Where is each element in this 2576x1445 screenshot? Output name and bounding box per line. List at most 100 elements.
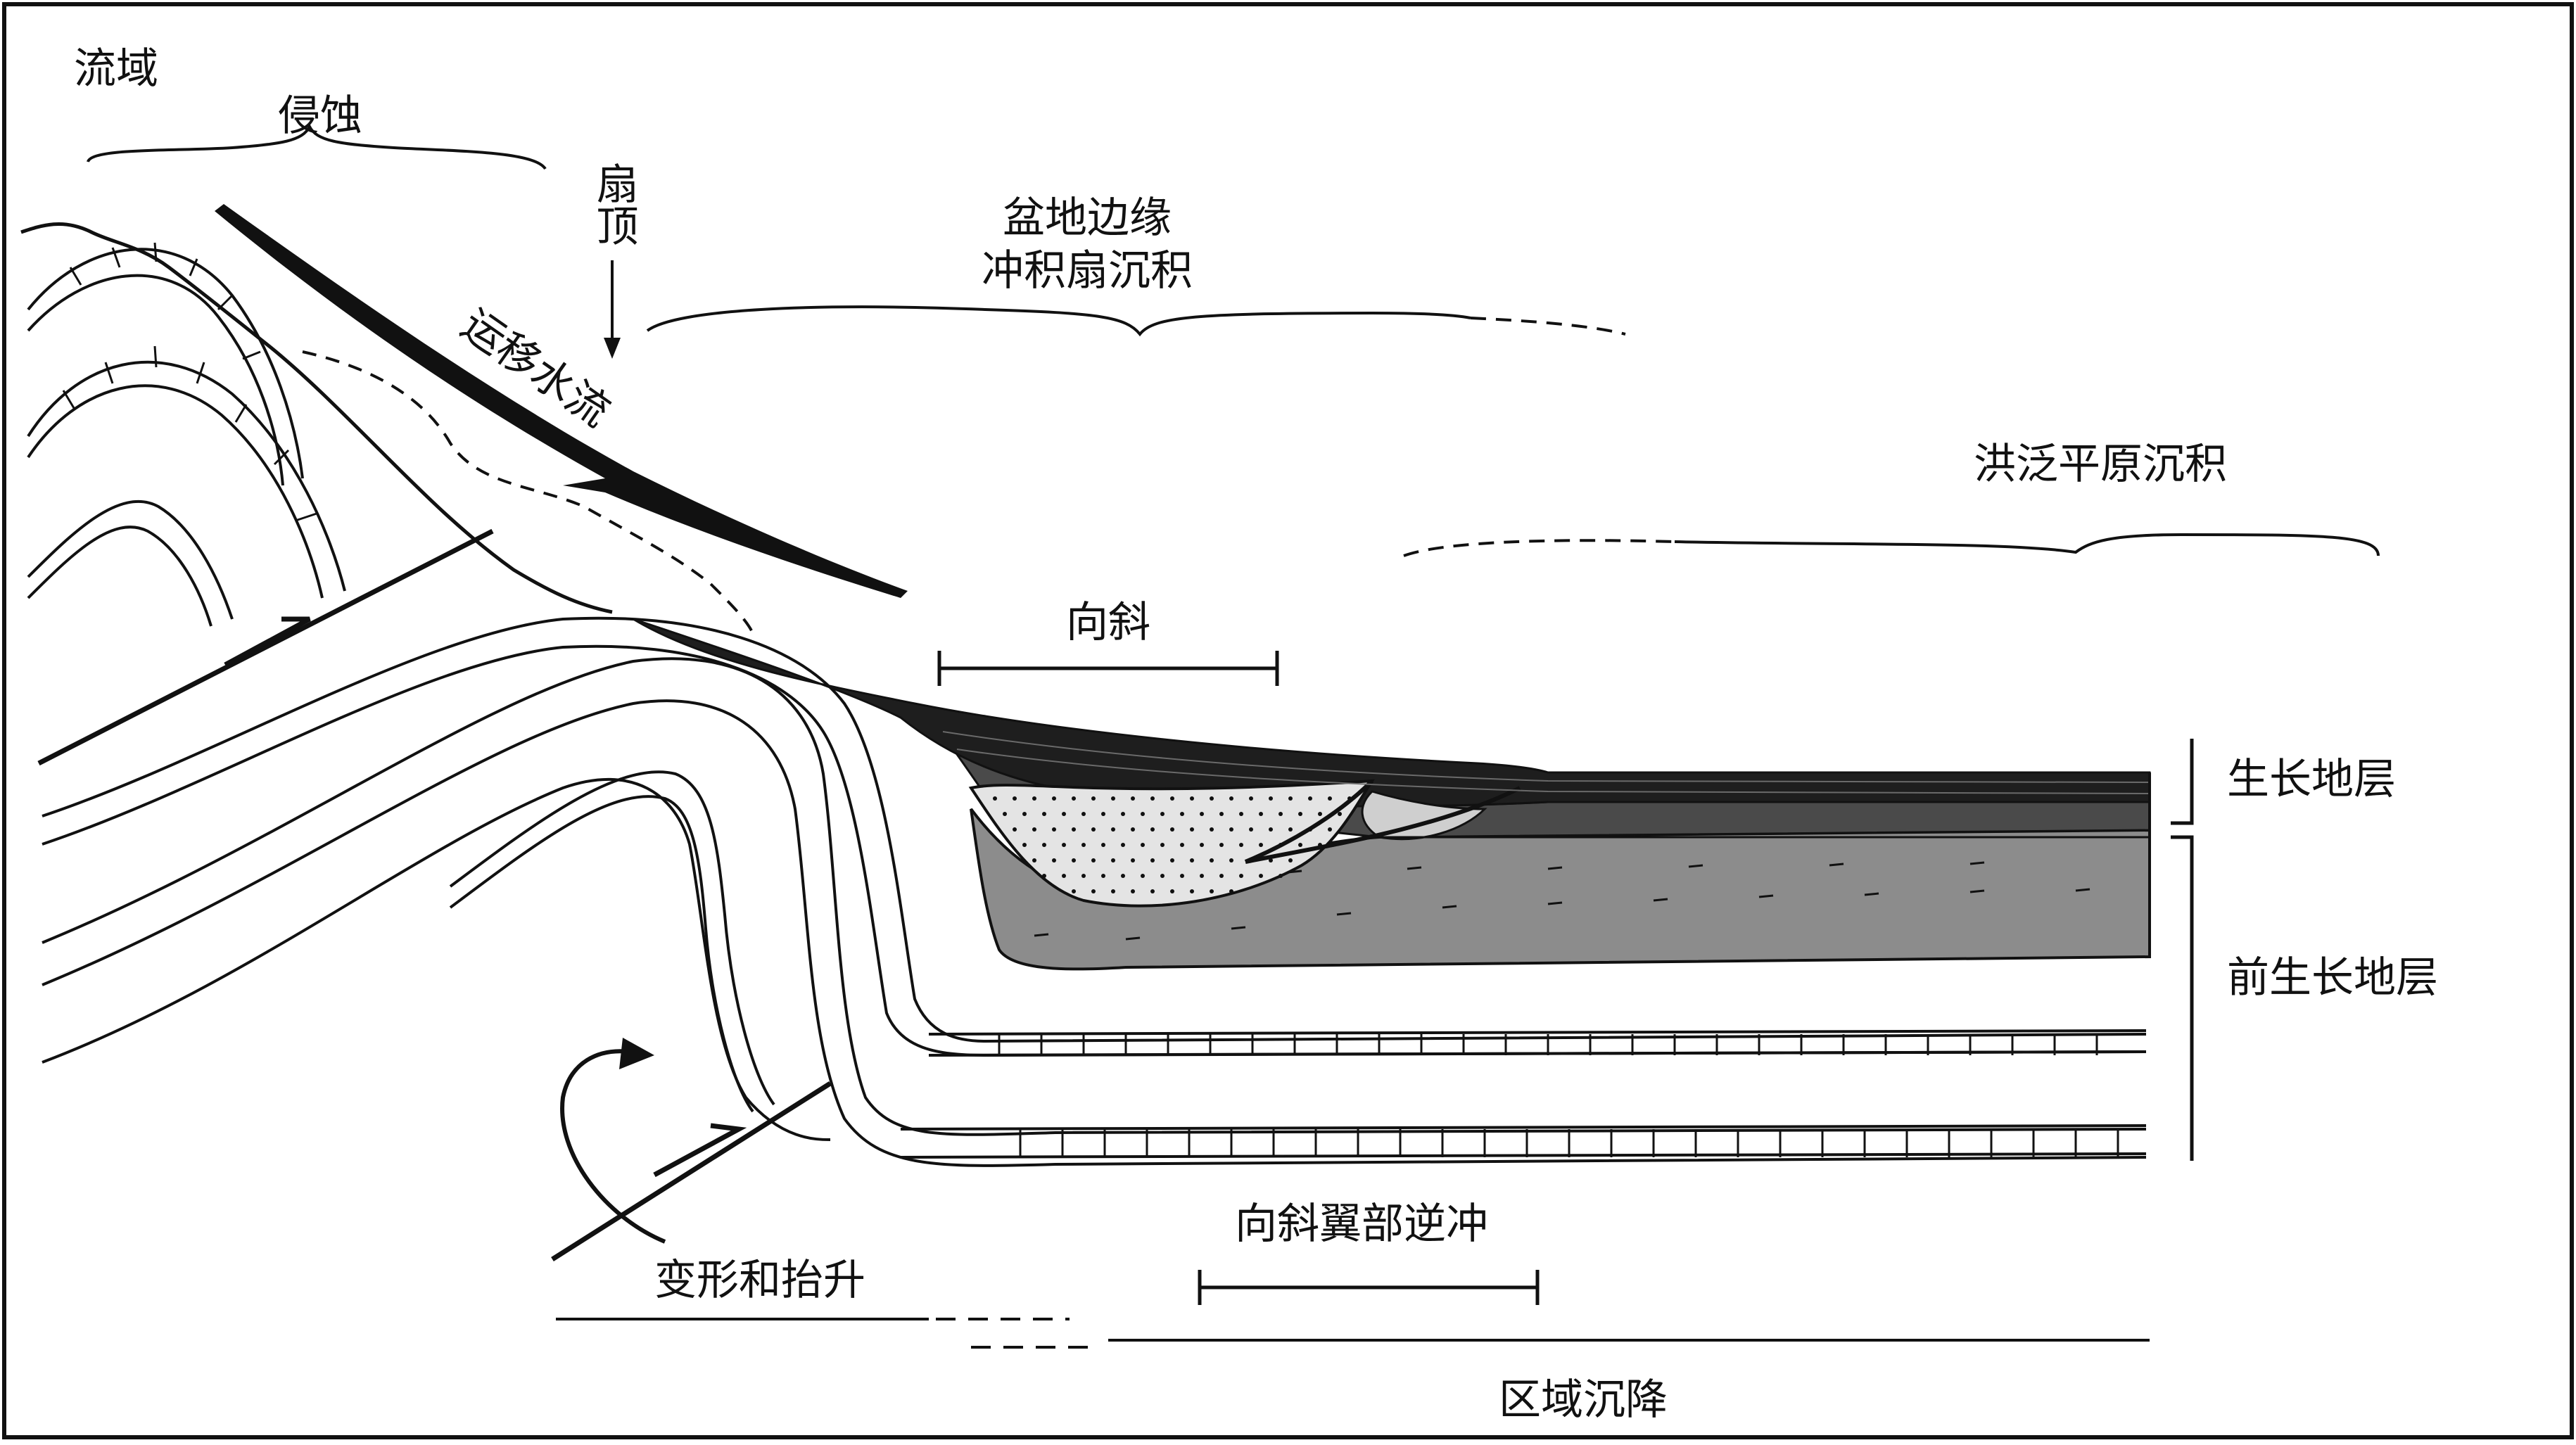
fan-lens (968, 779, 1375, 908)
fan-brace-dashed (1470, 317, 1626, 336)
fan-dot (1150, 858, 1155, 862)
fan-dot (1288, 796, 1293, 801)
thrust-half-arrows (224, 616, 747, 1178)
fan-dot (1081, 812, 1086, 816)
label-erosion: 侵蚀 (278, 91, 362, 141)
fan-dot (1180, 874, 1184, 878)
fan-dot (1091, 827, 1096, 832)
fan-dot (1072, 858, 1076, 862)
label-pre-growth-strata: 前生长地层 (2227, 953, 2438, 1002)
fan-dot (1259, 843, 1263, 847)
fan-dot (1131, 858, 1135, 862)
fan-dot (1121, 874, 1125, 878)
fan-dot (1190, 858, 1194, 862)
fan-dot (1062, 843, 1066, 847)
fan-dot (1288, 827, 1293, 832)
fan-dot (1062, 874, 1066, 878)
deformation-arrow (560, 1038, 666, 1244)
fan-dot (1072, 796, 1076, 801)
lower-strata-bands (900, 1029, 2147, 1159)
label-growth-strata: 生长地层 (2227, 755, 2396, 804)
fan-dot (1052, 796, 1056, 801)
fan-dot (1101, 843, 1105, 847)
fan-dot (1150, 796, 1155, 801)
floodplain-brace-dashed (1403, 539, 1675, 557)
fan-dot (1121, 812, 1125, 816)
fan-dot (1249, 827, 1253, 832)
fan-dot (1219, 812, 1224, 816)
fan-dot (993, 796, 997, 801)
label-flank-thrust: 向斜翼部逆冲 (1235, 1199, 1488, 1249)
fan-dot (1013, 827, 1017, 832)
fan-dot (1131, 889, 1135, 893)
fan-dot (1219, 843, 1224, 847)
label-fan-title-1: 盆地边缘 (1003, 193, 1172, 243)
thrust-faults (37, 528, 832, 1261)
fan-dot (1239, 812, 1243, 816)
label-fan-apex: 扇顶 (589, 162, 638, 246)
label-fan-title-2: 冲积扇沉积 (982, 246, 1193, 295)
fan-dot (1081, 874, 1086, 878)
fan-dot (1210, 889, 1214, 893)
fan-dot (1091, 889, 1096, 893)
fan-dot (1229, 796, 1233, 801)
baselines (556, 1318, 2150, 1349)
fan-dot (1160, 812, 1165, 816)
flank-thrust-bracket (1198, 1270, 1540, 1305)
fan-dot (1219, 874, 1224, 878)
inner-fan-lens (1361, 790, 1487, 841)
fan-dot (1239, 874, 1243, 878)
fan-dot (1269, 796, 1273, 801)
fan-dot (1200, 843, 1204, 847)
fan-dot (1072, 889, 1076, 893)
fan-dot (1298, 843, 1302, 847)
label-syncline: 向斜 (1066, 598, 1150, 647)
erosion-brace (87, 123, 547, 170)
fan-dot (1150, 889, 1155, 893)
fan-dot (1249, 796, 1253, 801)
fan-dot (1259, 874, 1263, 878)
fan-dot (1032, 827, 1036, 832)
fan-dot (1318, 812, 1322, 816)
dashed-paleosurface (302, 350, 754, 634)
fan-dot (1072, 827, 1076, 832)
fan-dot (1081, 843, 1086, 847)
syncline-limb-bands (42, 616, 2147, 1167)
fan-dot (1091, 858, 1096, 862)
fan-dot (1111, 889, 1115, 893)
fan-dot (1111, 858, 1115, 862)
fan-dot (1180, 843, 1184, 847)
syncline-bracket (937, 651, 1279, 686)
fan-dot (1229, 858, 1233, 862)
fan-dot (1200, 812, 1204, 816)
floodplain-brace (1674, 533, 2380, 556)
fan-dot (1101, 812, 1105, 816)
fan-dot (1013, 796, 1017, 801)
fan-dot (1150, 827, 1155, 832)
label-floodplain: 洪泛平原沉积 (1974, 440, 2227, 489)
fan-dot (1032, 858, 1036, 862)
fan-dot (1042, 874, 1046, 878)
fan-dot (1210, 858, 1214, 862)
fan-lens-dots (993, 796, 1352, 893)
fan-dot (1052, 827, 1056, 832)
erosion-surface (20, 222, 613, 614)
fan-dot (1210, 827, 1214, 832)
fan-dot (1121, 843, 1125, 847)
fan-dot (1180, 812, 1184, 816)
fan-dot (1279, 874, 1283, 878)
fan-dot (1022, 843, 1027, 847)
fan-dot (1022, 812, 1027, 816)
fan-dot (1190, 827, 1194, 832)
label-basin: 流域 (74, 44, 158, 94)
anticline-folds (27, 248, 346, 627)
fan-dot (1308, 796, 1312, 801)
fan-dot (1269, 858, 1273, 862)
fan-dot (1131, 827, 1135, 832)
fan-dot (1170, 827, 1174, 832)
strata-brackets (2171, 739, 2194, 1161)
fan-dot (1160, 843, 1165, 847)
fan-dot (1288, 858, 1293, 862)
